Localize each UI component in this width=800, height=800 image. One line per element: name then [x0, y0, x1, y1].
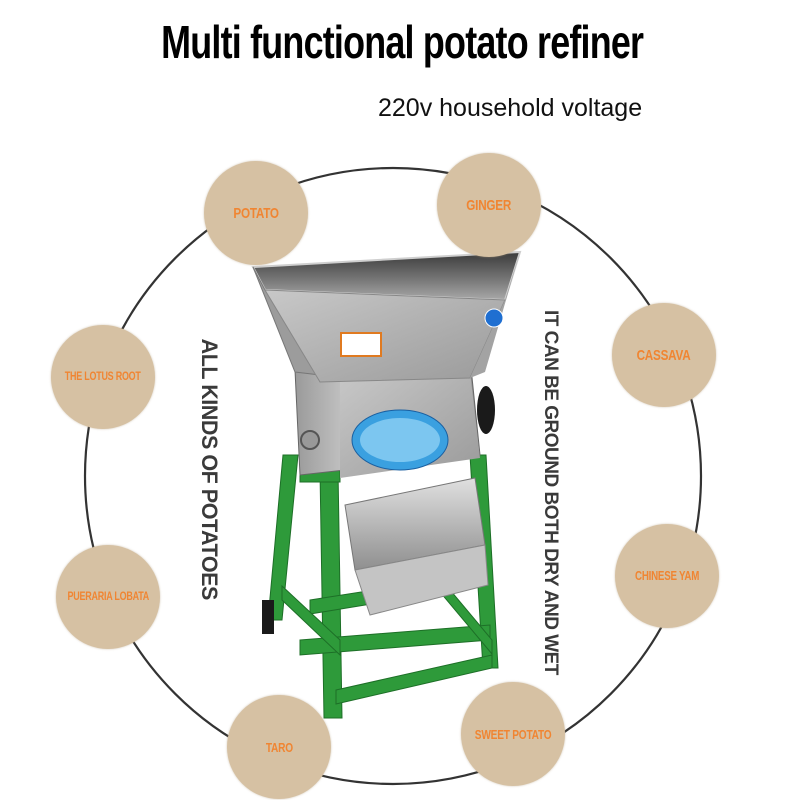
material-label: CHINESE YAM [634, 569, 700, 583]
material-bubble-potato: POTATO [204, 161, 308, 265]
material-label: PUERARIA LOBATA [67, 591, 149, 603]
material-bubble-cassava: CASSAVA [612, 303, 716, 407]
material-label: GINGER [466, 196, 512, 214]
material-bubble-lotus-root: THE LOTUS ROOT [51, 325, 155, 429]
voltage-subtitle: 220v household voltage [378, 94, 643, 122]
left-vertical-caption: ALL KINDS OF POTATOES [197, 338, 222, 600]
caster-wheel [262, 600, 274, 634]
material-bubble-chinese-yam: CHINESE YAM [615, 524, 719, 628]
page-title: Multi functional potato refiner [161, 16, 644, 68]
material-label: SWEET POTATO [474, 726, 552, 742]
material-label: CASSAVA [637, 346, 691, 364]
right-vertical-caption: IT CAN BE GROUND BOTH DRY AND WET [540, 310, 561, 675]
material-bubble-ginger: GINGER [437, 153, 541, 257]
material-bubble-sweet-potato: SWEET POTATO [461, 682, 565, 786]
material-label: POTATO [233, 204, 279, 222]
material-bubble-pueraria-lobata: PUERARIA LOBATA [56, 545, 160, 649]
material-bubble-taro: TARO [227, 695, 331, 799]
material-label: TARO [265, 739, 293, 755]
material-label: THE LOTUS ROOT [65, 371, 141, 383]
